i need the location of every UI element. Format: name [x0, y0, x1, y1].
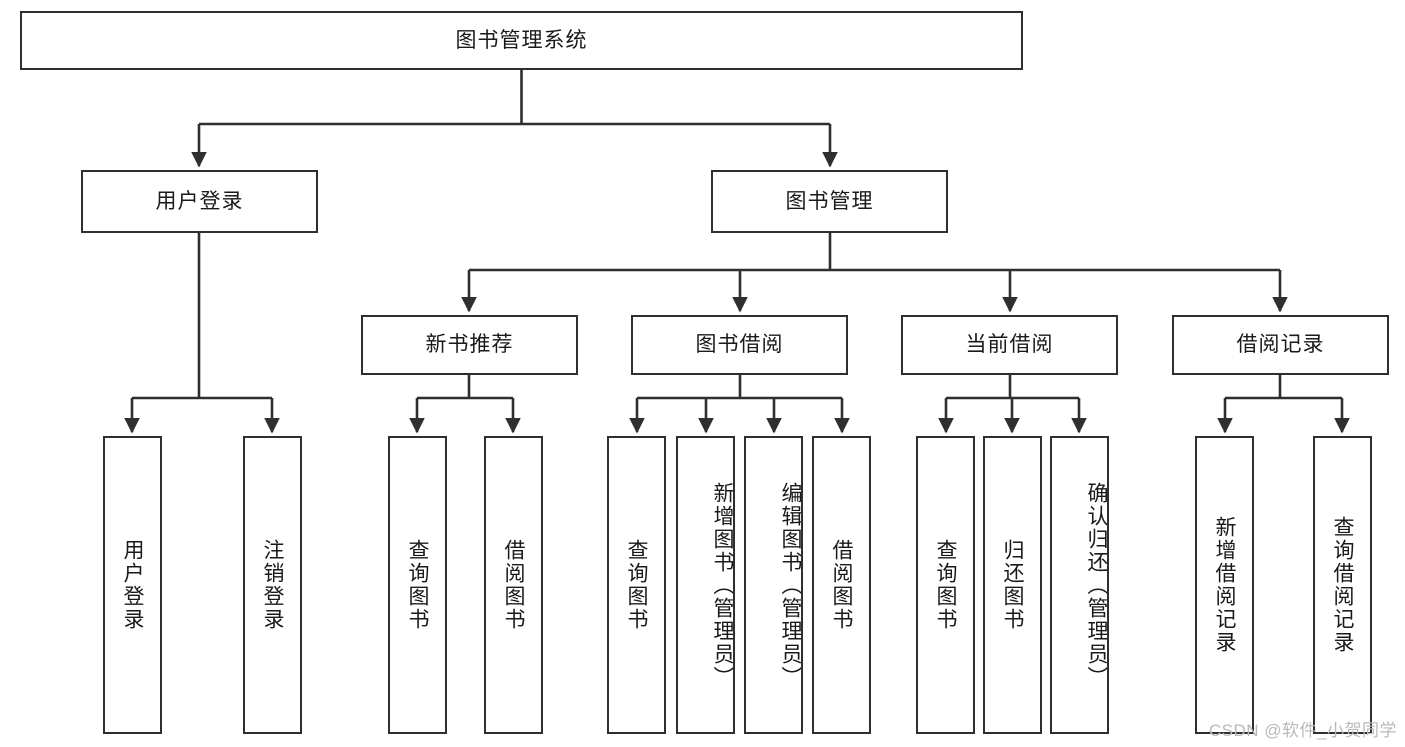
node-label: 新增图书（管理员） — [711, 481, 734, 689]
leaf-current-confirm-return-admin[interactable]: 确认归还（管理员） — [1050, 436, 1109, 734]
node-label: 编辑图书（管理员） — [779, 481, 802, 689]
node-book-management[interactable]: 图书管理 — [711, 170, 948, 233]
node-label: 图书管理系统 — [455, 28, 588, 52]
node-user-login[interactable]: 用户登录 — [81, 170, 318, 233]
leaf-record-add-record[interactable]: 新增借阅记录 — [1195, 436, 1254, 734]
node-borrow-record[interactable]: 借阅记录 — [1172, 315, 1389, 375]
leaf-recommend-query-book[interactable]: 查询图书 — [388, 436, 447, 734]
leaf-borrow-query-book[interactable]: 查询图书 — [607, 436, 666, 734]
node-current-borrow[interactable]: 当前借阅 — [901, 315, 1118, 375]
node-label: 借阅记录 — [1236, 333, 1325, 357]
watermark-text: CSDN @软件_小贺同学 — [1208, 721, 1397, 740]
node-root-system[interactable]: 图书管理系统 — [20, 11, 1023, 70]
leaf-user-login-login[interactable]: 用户登录 — [103, 436, 162, 734]
node-label: 借阅图书 — [502, 539, 525, 631]
node-label: 用户登录 — [121, 539, 144, 631]
leaf-borrow-add-book-admin[interactable]: 新增图书（管理员） — [676, 436, 735, 734]
node-label: 查询图书 — [934, 539, 957, 631]
node-label: 查询图书 — [406, 539, 429, 631]
node-label: 图书管理 — [785, 189, 874, 213]
node-book-borrow[interactable]: 图书借阅 — [631, 315, 848, 375]
leaf-current-return-book[interactable]: 归还图书 — [983, 436, 1042, 734]
leaf-current-query-book[interactable]: 查询图书 — [916, 436, 975, 734]
node-new-book-recommend[interactable]: 新书推荐 — [361, 315, 578, 375]
node-label: 归还图书 — [1001, 539, 1024, 631]
node-label: 借阅图书 — [830, 539, 853, 631]
node-label: 确认归还（管理员） — [1085, 481, 1108, 689]
leaf-recommend-borrow-book[interactable]: 借阅图书 — [484, 436, 543, 734]
node-label: 查询借阅记录 — [1331, 516, 1354, 654]
leaf-borrow-edit-book-admin[interactable]: 编辑图书（管理员） — [744, 436, 803, 734]
leaf-user-login-logout[interactable]: 注销登录 — [243, 436, 302, 734]
node-label: 查询图书 — [625, 539, 648, 631]
node-label: 注销登录 — [261, 539, 284, 631]
node-label: 新书推荐 — [425, 333, 514, 357]
node-label: 图书借阅 — [695, 333, 784, 357]
node-label: 用户登录 — [155, 189, 244, 213]
node-label: 新增借阅记录 — [1213, 516, 1236, 654]
node-label: 当前借阅 — [965, 333, 1054, 357]
leaf-record-query-record[interactable]: 查询借阅记录 — [1313, 436, 1372, 734]
leaf-borrow-borrow-book[interactable]: 借阅图书 — [812, 436, 871, 734]
